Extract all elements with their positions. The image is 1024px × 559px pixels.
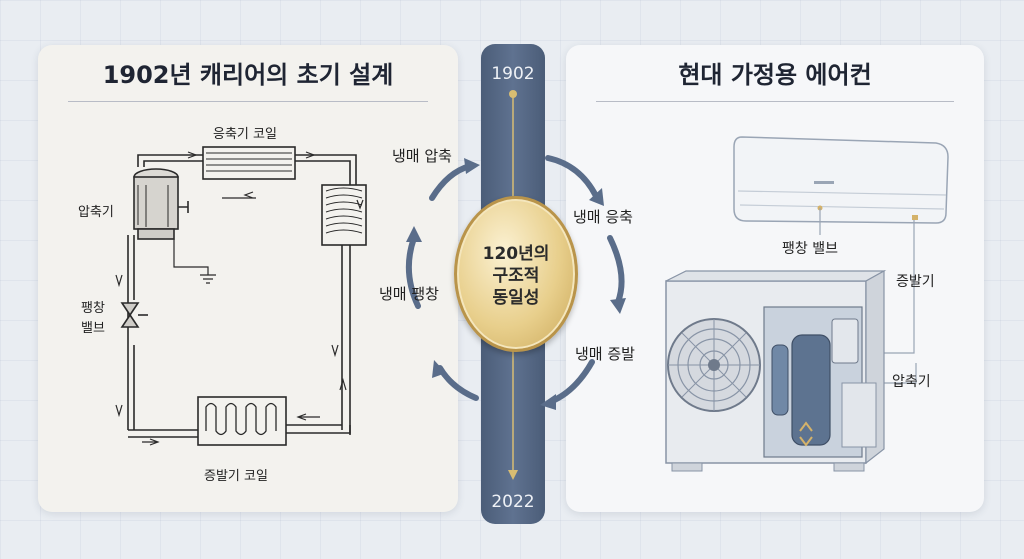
cycle-condensation-label: 냉매 응축 (573, 208, 633, 226)
condenser-coil-label: 응축기 코일 (213, 127, 277, 142)
evaporator-label: 증발기 (896, 274, 935, 290)
medallion-line-1: 120년의 (482, 244, 550, 264)
compressor-label: 압축기 (78, 205, 114, 220)
cycle-compression-label: 냉매 압축 (392, 147, 452, 165)
structural-identity-medallion: 120년의 구조적 동일성 (454, 196, 578, 352)
compressor-label: 압축기 (892, 374, 931, 390)
outdoor-unit (665, 269, 887, 472)
end-year: 2022 (491, 492, 535, 512)
modern-ac-illustration (665, 136, 949, 472)
medallion-line-3: 동일성 (492, 288, 540, 308)
modern-ac-panel: 현대 가정용 에어컨 (566, 45, 984, 512)
start-year: 1902 (491, 64, 535, 84)
medallion-line-2: 구조적 (492, 266, 540, 286)
evaporator-coil-label: 증발기 코일 (204, 469, 268, 484)
title-divider (596, 101, 954, 102)
expansion-valve-label-line2: 밸브 (81, 321, 105, 336)
cycle-evaporation-label: 냉매 증발 (575, 345, 635, 363)
cycle-expansion-label: 냉매 팽창 (379, 285, 439, 303)
modern-ac-title: 현대 가정용 에어컨 (678, 61, 872, 89)
expansion-valve-label: 팽창 밸브 (782, 241, 838, 257)
carrier-schematic-diagram (115, 146, 367, 446)
expansion-valve-label-line1: 팽창 (81, 301, 105, 316)
historic-design-title: 1902년 캐리어의 초기 설계 (102, 61, 394, 89)
title-divider (68, 101, 428, 102)
indoor-unit (733, 136, 949, 224)
historic-design-panel: 1902년 캐리어의 초기 설계 (38, 45, 458, 512)
